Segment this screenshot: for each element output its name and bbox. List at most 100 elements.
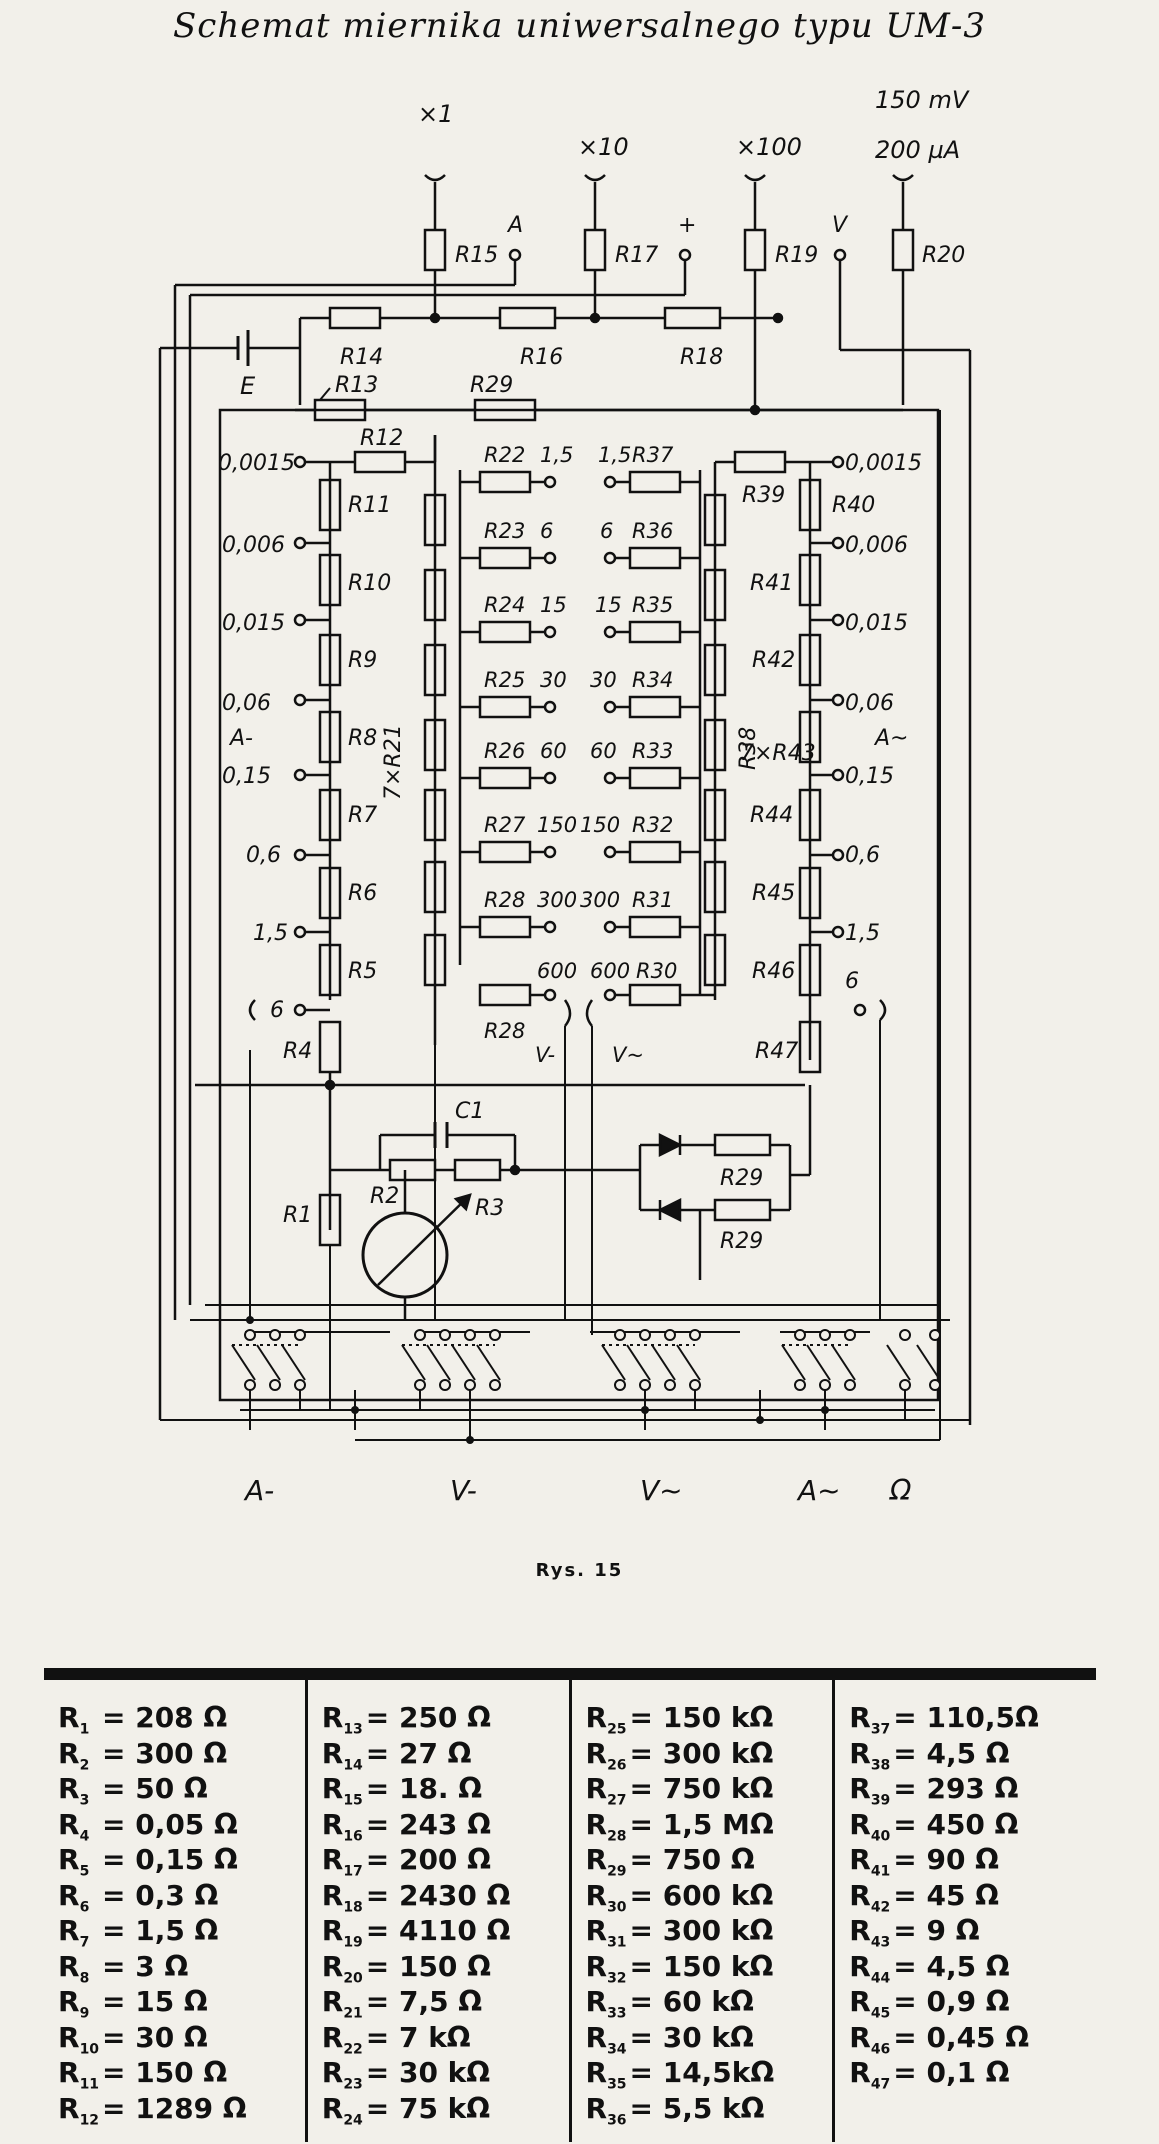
resistor-table-row: R26= 300 kΩ (586, 1736, 833, 1774)
resistor-r20 (891, 228, 915, 272)
resistor-symbol: R24 (321, 2091, 363, 2129)
resistor-value: = 0,3 Ω (102, 1878, 219, 1912)
range-switches[interactable]: A- V- V~ A~ Ω (160, 410, 970, 1507)
label-r13: R13 (335, 373, 378, 398)
resistor-value: = 45 Ω (893, 1878, 999, 1912)
label-r29a: R29 (720, 1166, 763, 1191)
resistor-value: = 150 kΩ (629, 1949, 774, 1983)
socket-200ua[interactable] (892, 174, 914, 182)
label-r18: R18 (680, 345, 723, 370)
resistor-table-row: R1= 208 Ω (58, 1700, 305, 1738)
terminal-label-150mv: 150 mV (875, 86, 970, 114)
resistor-symbol: R25 (585, 1701, 627, 1738)
range-right-2: 0,015 (845, 611, 908, 636)
resistor-index: 27 (607, 1792, 627, 1809)
resistor-symbol: R35 (585, 2056, 627, 2093)
resistor-symbol: R3 (58, 1772, 90, 1809)
resistor-table-row: R38= 4,5 Ω (849, 1736, 1096, 1774)
resistor-value: = 300 Ω (102, 1736, 228, 1770)
resistor-symbol: R29 (585, 1843, 627, 1880)
resistor-index: 15 (343, 1792, 363, 1809)
contact-a[interactable] (508, 248, 522, 262)
resistor-symbol: R15 (321, 1772, 363, 1809)
label-r22: R22 (484, 443, 525, 467)
switch-label-ohm: Ω (889, 1474, 912, 1507)
resistor-value: = 750 Ω (629, 1843, 755, 1876)
resistor-value: = 250 Ω (365, 1701, 491, 1734)
resistor-index: 33 (607, 2005, 627, 2022)
socket-x10[interactable] (584, 174, 606, 182)
label-r28a: R28 (484, 888, 525, 912)
label-r43: 7×R43 (740, 741, 816, 766)
contact-v[interactable] (833, 248, 847, 262)
resistor-symbol: R8 (58, 1949, 90, 1987)
terminal-label-200ua: 200 µA (875, 136, 960, 164)
resistor-index: 6 (79, 1899, 90, 1916)
range-right-1: 0,006 (845, 533, 908, 558)
resistor-value: = 150 Ω (365, 1949, 491, 1983)
label-r8: R8 (348, 726, 377, 751)
socket-vac[interactable] (585, 999, 594, 1027)
resistor-value: = 60 kΩ (629, 1985, 754, 2018)
resistor-symbol: R37 (849, 1701, 891, 1738)
resistor-symbol: R12 (58, 2091, 100, 2129)
resistor-r14 (328, 306, 382, 330)
resistor-table-row: R8= 3 Ω (58, 1949, 305, 1987)
resistor-symbol: R36 (585, 2091, 627, 2129)
socket-vdc[interactable] (563, 999, 572, 1027)
socket-x100[interactable] (744, 174, 766, 182)
label-r25: R25 (484, 668, 525, 692)
resistor-r15 (423, 228, 447, 272)
resistor-symbol: R22 (321, 2020, 363, 2058)
resistor-value: = 200 Ω (365, 1843, 491, 1876)
range-left-3: 0,06 (222, 691, 271, 716)
resistor-symbol: R6 (58, 1878, 90, 1916)
resistor-index: 5 (79, 1863, 90, 1880)
resistor-value: = 15 Ω (102, 1985, 208, 2018)
resistor-index: 4 (79, 1828, 90, 1845)
contact-plus[interactable] (678, 248, 692, 262)
resistor-index: 35 (607, 2076, 627, 2093)
resistor-table-row: R29= 750 Ω (586, 1842, 833, 1880)
label-r47: R47 (755, 1039, 798, 1064)
resistor-index: 13 (343, 1721, 363, 1738)
resistor-symbol: R33 (585, 1985, 627, 2022)
resistor-index: 47 (870, 2076, 891, 2093)
switch-label-adc: A- (243, 1474, 274, 1507)
schematic-diagram: ×1 ×10 ×100 150 mV 200 µA R15 R17 R19 R2… (158, 86, 972, 1507)
resistor-table-row: R36= 5,5 kΩ (586, 2091, 833, 2129)
resistor-value: = 150 kΩ (629, 1701, 774, 1734)
label-r11: R11 (348, 493, 391, 518)
label-r39: R39 (742, 483, 785, 508)
switch-label-aac: A~ (796, 1474, 841, 1507)
socket-x1[interactable] (424, 174, 446, 182)
label-r19: R19 (775, 243, 818, 268)
resistor-symbol: R7 (58, 1914, 90, 1951)
range-left-label: A- (228, 726, 253, 751)
resistor-index: 46 (870, 2041, 891, 2058)
vdc-range-3: 30 (540, 668, 567, 692)
left-shunt-ladder: R12 R11 R10 R9 R8 R7 R6 R5 R4 0,0015 0,0… (195, 426, 805, 1247)
vac-range-0: 1,5 (598, 443, 631, 467)
vdc-range-1: 6 (540, 519, 553, 543)
terminal-label-x100: ×100 (736, 133, 802, 161)
resistor-symbol: R4 (58, 1807, 90, 1845)
resistor-index: 24 (343, 2112, 363, 2129)
label-r6: R6 (348, 881, 377, 906)
resistor-index: 20 (343, 1970, 363, 1987)
resistor-table-row: R10= 30 Ω (58, 2020, 305, 2058)
resistor-r2 (388, 1158, 437, 1182)
resistor-index: 2 (79, 1757, 90, 1774)
resistor-value: = 75 kΩ (365, 2091, 491, 2125)
resistor-value: = 2430 Ω (365, 1878, 511, 1912)
label-r45: R45 (752, 881, 795, 906)
resistor-table-row: R5= 0,15 Ω (58, 1842, 305, 1880)
label-r5: R5 (348, 959, 377, 984)
range-left-7: 6 (270, 998, 284, 1023)
resistor-index: 22 (343, 2041, 363, 2058)
range-left-4: 0,15 (222, 764, 271, 789)
resistor-table-row: R16= 243 Ω (322, 1807, 569, 1845)
top-terminals: ×1 ×10 ×100 150 mV 200 µA R15 R17 R19 R2… (418, 86, 970, 272)
right-shunt-ladder: R38 R39 R40 R41 R42 7×R43 R44 R45 R46 R4… (703, 450, 922, 1074)
resistor-index: 11 (79, 2076, 100, 2093)
